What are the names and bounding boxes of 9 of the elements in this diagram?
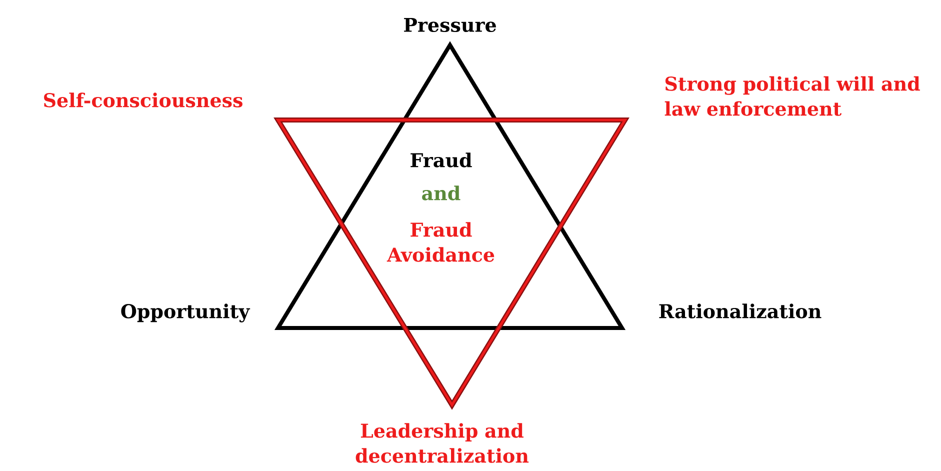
label-text: Opportunity [121,304,250,322]
label-text: and [422,186,460,200]
label-text: Self-consciousness [44,92,242,108]
label-text: Fraud Avoidance [386,222,494,262]
label-text: Fraud [410,152,472,168]
label-text: Rationalization [659,304,822,318]
label-text: Leadership and decentralization [356,423,529,463]
label-text: Pressure [404,18,496,32]
label-text: Strong political will and law enforcement [664,76,920,116]
